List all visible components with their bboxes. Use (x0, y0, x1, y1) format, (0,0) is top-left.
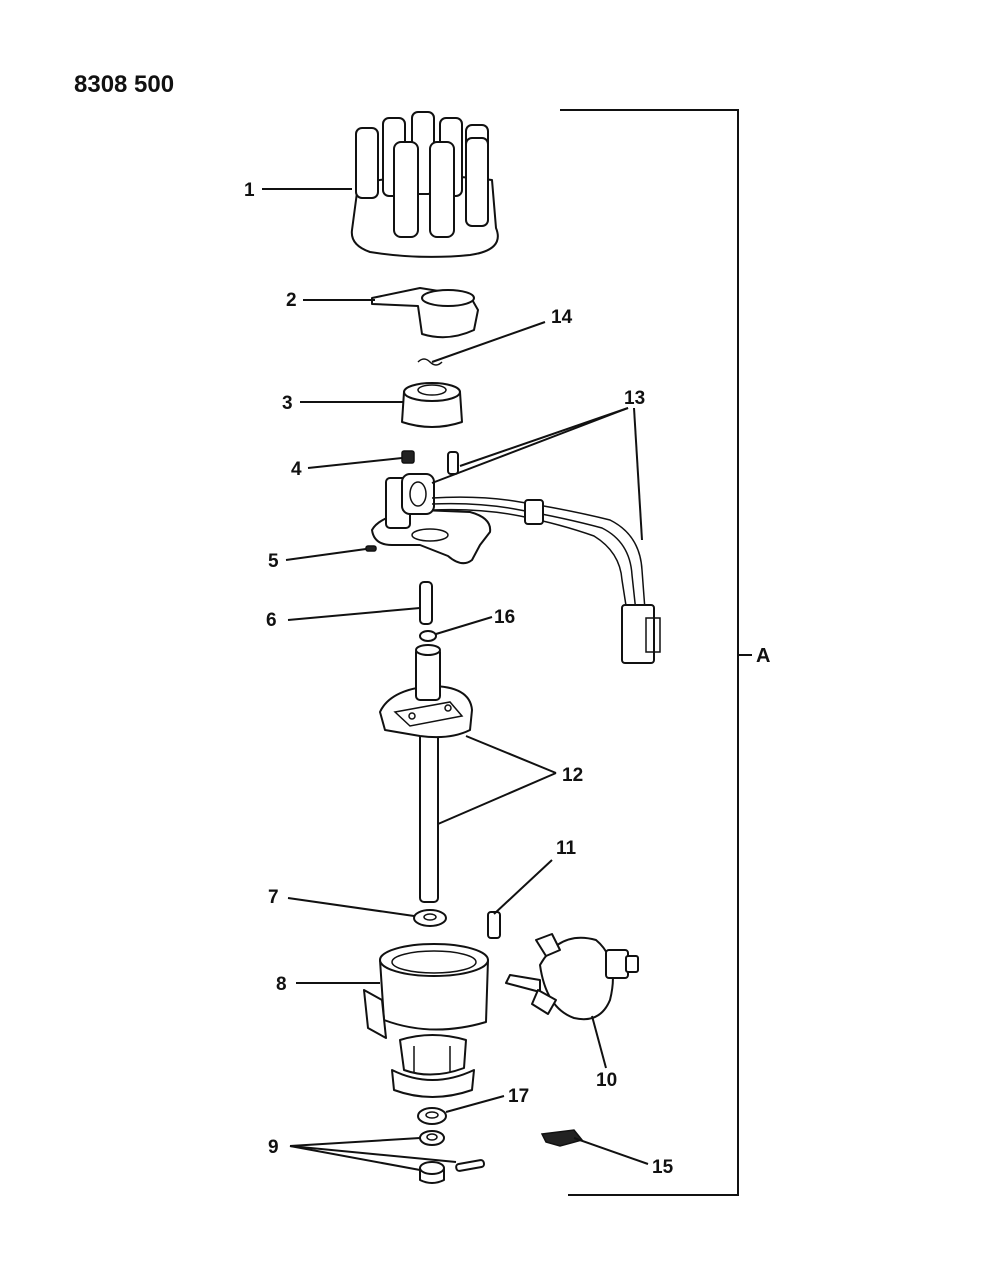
drive-gear-kit (419, 1130, 486, 1184)
distributor-cap (350, 111, 499, 258)
shaft-pin (419, 581, 433, 625)
pickup-plate-assembly (371, 451, 661, 664)
callout-15: 15 (652, 1157, 674, 1178)
assembly-label: A (756, 645, 770, 667)
callout-7: 7 (268, 887, 279, 908)
callout-11: 11 (556, 838, 577, 859)
diagram-code: 8308 500 (74, 71, 174, 98)
callout-16: 16 (494, 607, 515, 628)
callout-4: 4 (291, 459, 302, 480)
callout-2: 2 (286, 290, 297, 311)
vacuum-advance (505, 933, 639, 1021)
callout-5: 5 (268, 551, 279, 572)
callout-9: 9 (268, 1137, 279, 1158)
screw (401, 450, 415, 464)
rotor (371, 287, 479, 339)
reluctor (401, 382, 463, 428)
callout-13: 13 (624, 388, 645, 409)
callout-1: 1 (244, 180, 255, 201)
washer-small (419, 630, 437, 642)
distributor-housing (363, 943, 489, 1098)
pin (365, 545, 377, 552)
callout-8: 8 (276, 974, 287, 995)
callout-3: 3 (282, 393, 293, 414)
bracket (540, 1129, 584, 1147)
shaft-governor-assembly (379, 644, 473, 903)
seal (417, 1107, 447, 1125)
assembly-bracket (560, 109, 752, 1196)
retainer-clip (417, 358, 443, 366)
callout-14: 14 (551, 307, 573, 328)
callout-6: 6 (266, 610, 277, 631)
callout-12: 12 (562, 765, 583, 786)
washer (413, 909, 447, 927)
callout-17: 17 (508, 1086, 529, 1107)
lead-wire (487, 911, 501, 939)
callout-10: 10 (596, 1070, 617, 1091)
